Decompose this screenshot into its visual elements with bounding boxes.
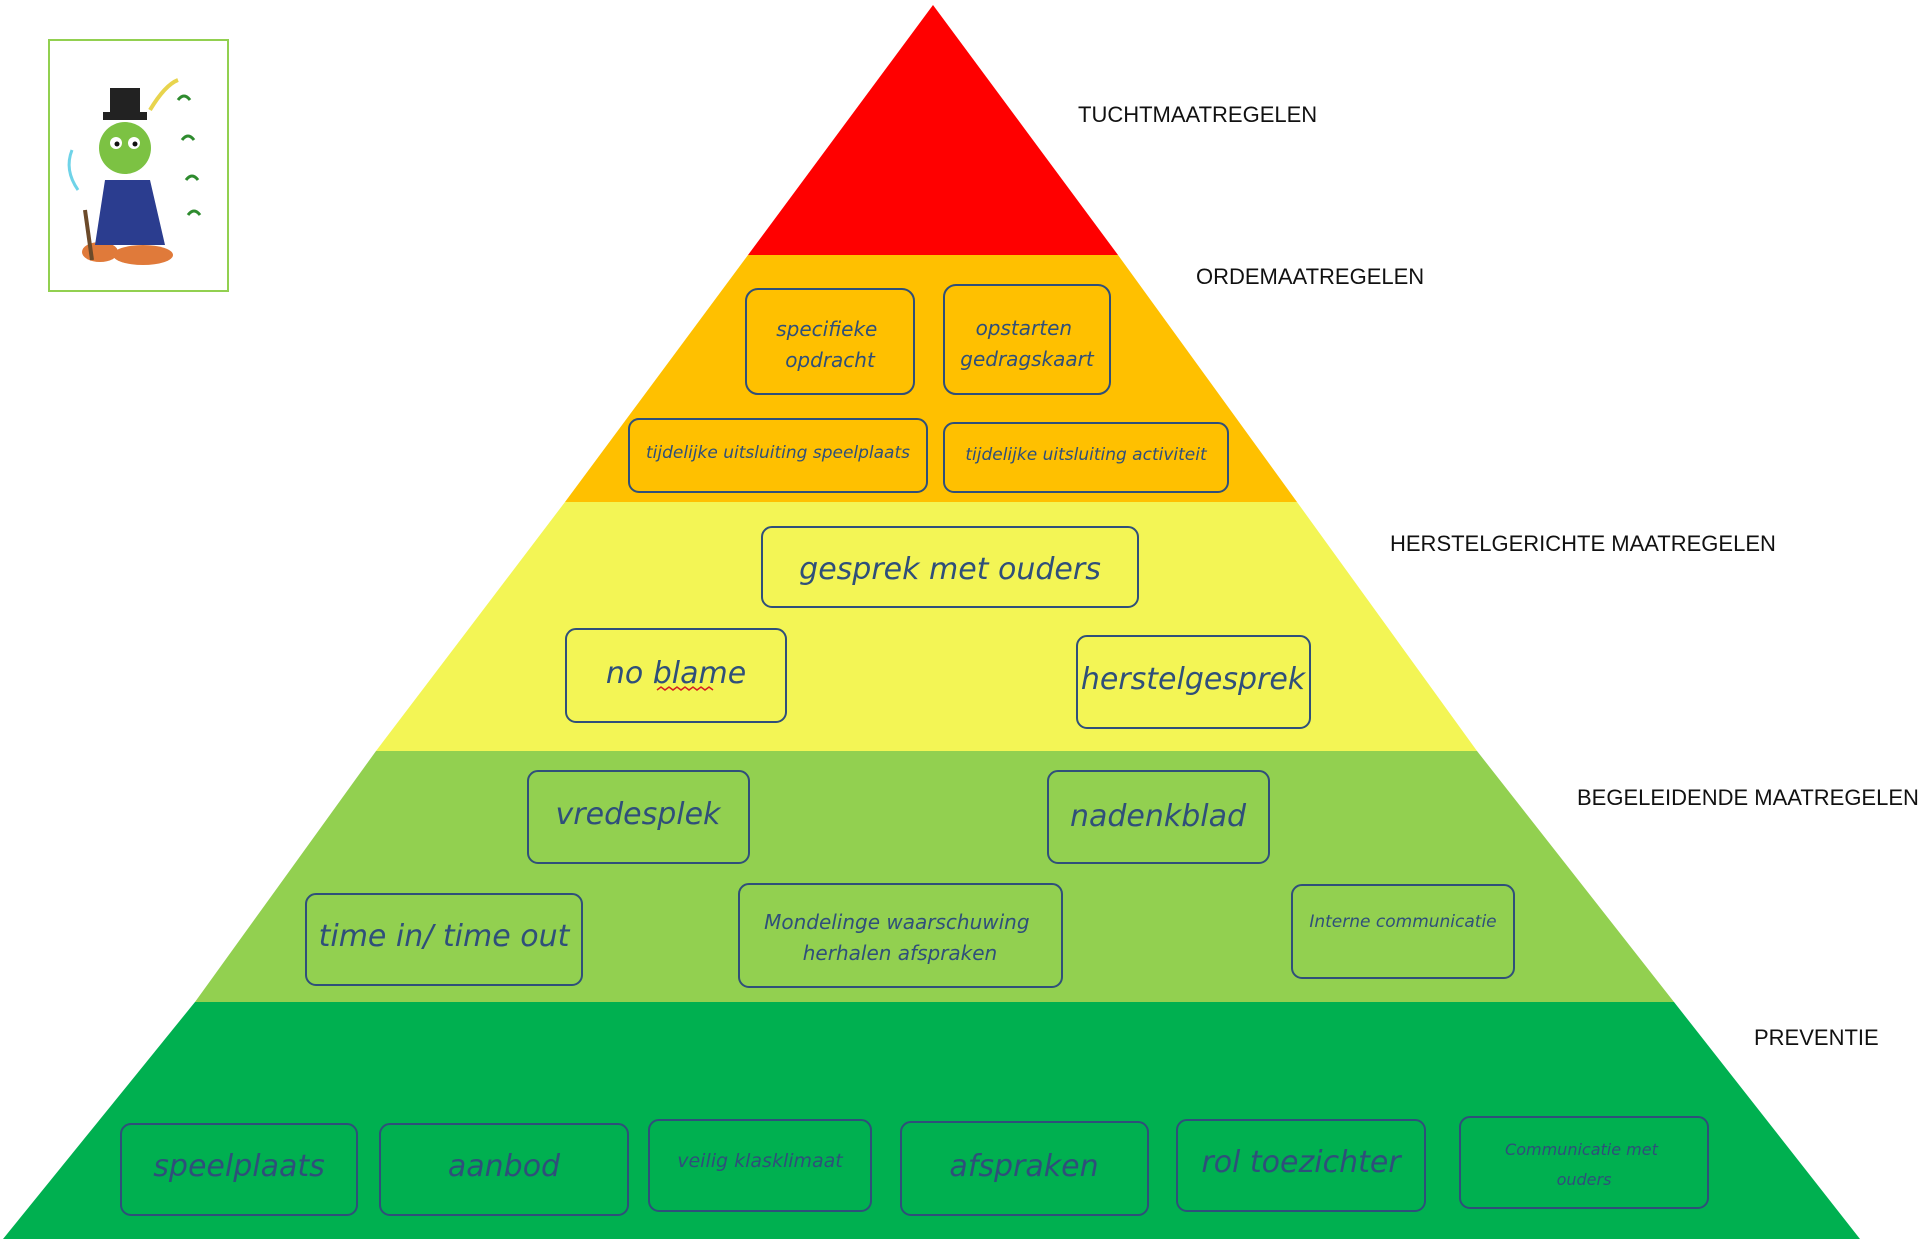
box-text-line: speelplaats [153,1149,324,1184]
tier-begeleidend [195,751,1674,1002]
pyramid-tiers [3,5,1860,1239]
box-tijdelijke-uitsluiting-activiteit: tijdelijke uitsluiting activiteit [943,422,1229,493]
svg-text:Communicatie met ouders: Communicatie met ouders [1505,1140,1663,1189]
box-text-line: specifieke [776,317,877,341]
box-text-line: veilig klasklimaat [677,1150,844,1172]
box-herstelgesprek: herstelgesprek [1076,635,1311,729]
box-text-line: gesprek met ouders [799,552,1101,587]
svg-text:opstarten gedragskaart: opstarten gedragskaart [960,316,1095,371]
box-no-blame: no blame [565,628,787,723]
tier-preventie [3,1002,1860,1239]
box-text-line: tijdelijke uitsluiting activiteit [965,445,1208,465]
box-text-line: opdracht [785,348,876,372]
box-communicatie-met-ouders: Communicatie met ouders [1459,1116,1709,1209]
box-text-line: tijdelijke uitsluiting speelplaats [646,443,910,463]
box-opstarten-gedragskaart: opstarten gedragskaart [943,284,1111,395]
box-mondelinge-waarschuwing: Mondelinge waarschuwing herhalen afsprak… [738,883,1063,988]
box-text-line: ouders [1557,1170,1612,1189]
box-speelplaats: speelplaats [120,1123,358,1216]
box-text-line: afspraken [949,1149,1098,1184]
tier-orde [565,255,1297,502]
box-tijdelijke-uitsluiting-speelplaats: tijdelijke uitsluiting speelplaats [628,418,928,493]
box-text-line: nadenkblad [1070,799,1247,834]
box-time-in-time-out: time in/ time out [305,893,583,986]
box-text-line: opstarten [976,316,1073,340]
tier-herstel [376,502,1477,751]
box-aanbod: aanbod [379,1123,629,1216]
svg-text:Mondelinge waarschuwing he: Mondelinge waarschuwing herhalen afsprak… [764,910,1036,965]
box-text-line: Mondelinge waarschuwing [764,910,1029,934]
box-text-line: aanbod [448,1149,561,1184]
svg-text:specifieke opdracht: specifieke opdracht [776,317,883,372]
spellcheck-underline [656,686,714,691]
box-text-line: vredesplek [556,797,723,832]
level-label-orde: ORDEMAATREGELEN [1196,264,1424,289]
box-nadenkblad: nadenkblad [1047,770,1270,864]
box-text-line: Communicatie met [1505,1140,1659,1159]
box-interne-communicatie: Interne communicatie [1291,884,1515,979]
tier-tucht [748,5,1118,255]
level-label-herstel: HERSTELGERICHTE MAATREGELEN [1390,531,1776,556]
level-label-preventie: PREVENTIE [1754,1025,1879,1050]
box-afspraken: afspraken [900,1121,1149,1216]
level-label-begeleidend: BEGELEIDENDE MAATREGELEN [1577,785,1919,810]
level-label-tucht: TUCHTMAATREGELEN [1078,102,1317,127]
box-text-line: herhalen afspraken [803,941,997,965]
logo-image [48,39,229,292]
box-text-line: herstelgesprek [1081,662,1307,697]
box-text-line: rol toezichter [1201,1145,1402,1180]
box-gesprek-met-ouders: gesprek met ouders [761,526,1139,608]
box-vredesplek: vredesplek [527,770,750,864]
box-text-line: no blame [606,656,746,691]
box-rol-toezichter: rol toezichter [1176,1119,1426,1212]
box-text-line: Interne communicatie [1309,912,1496,932]
box-veilig-klasklimaat: veilig klasklimaat [648,1119,872,1212]
box-text-line: time in/ time out [319,919,571,954]
box-specifieke-opdracht: specifieke opdracht [745,288,915,395]
box-text-line: gedragskaart [960,347,1095,371]
